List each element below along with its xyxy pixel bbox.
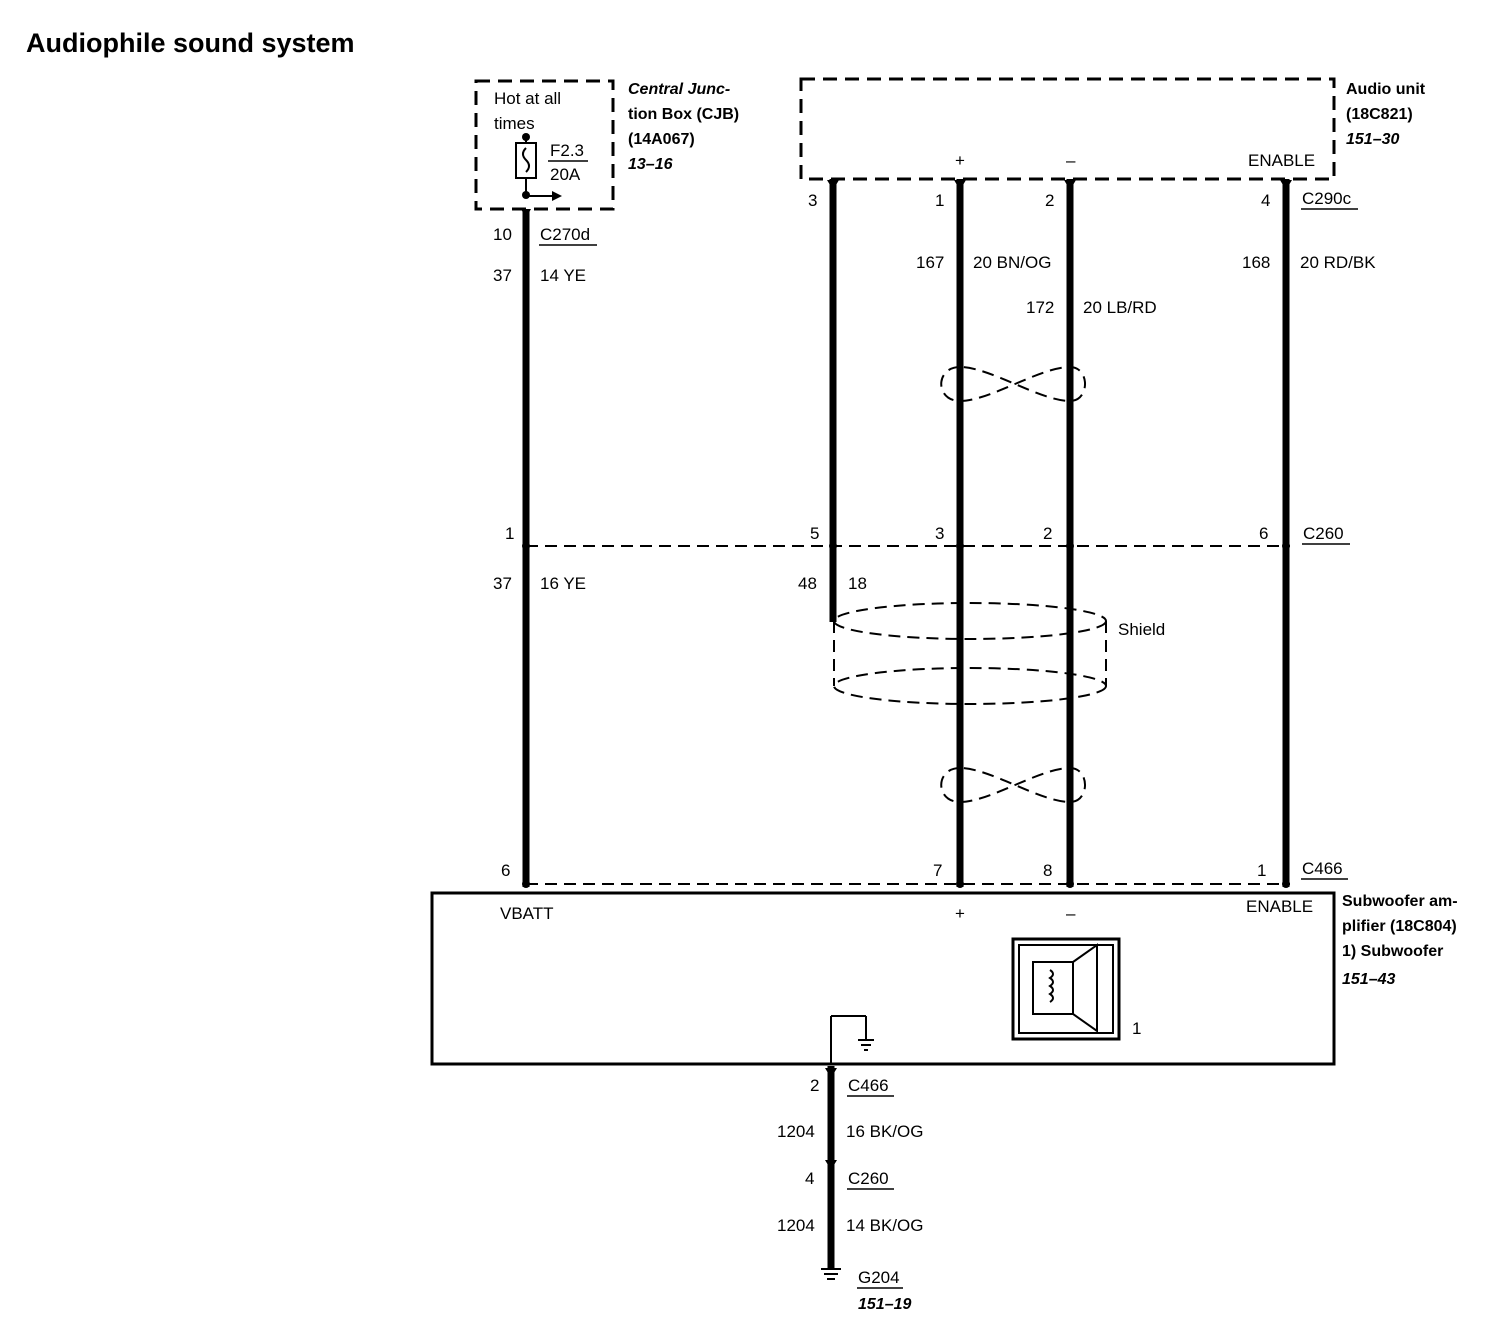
circuit-1204-b: 1204 xyxy=(777,1216,815,1235)
pin-audio-4: 4 xyxy=(1261,191,1270,210)
splice-dot xyxy=(522,133,530,141)
subwoofer-amplifier[interactable]: VBATT + – ENABLE 1 xyxy=(430,891,1336,1066)
cjb-part: (14A067) xyxy=(628,131,695,148)
shield-icon xyxy=(833,602,1107,705)
cjb-hot-line1: Hot at all xyxy=(494,89,561,108)
circuit-167: 167 xyxy=(916,253,944,272)
sub-pin-enable: ENABLE xyxy=(1246,897,1313,916)
pin-c466-1: 1 xyxy=(1257,861,1266,880)
pin-audio-2: 2 xyxy=(1045,191,1054,210)
ground-g204: G204 xyxy=(858,1268,900,1287)
cjb-hot-line2: times xyxy=(494,114,535,133)
ground-icon xyxy=(830,1015,874,1064)
pin-c260-1: 1 xyxy=(505,524,514,543)
page-title: Audiophile sound system xyxy=(26,28,355,58)
central-junction-box[interactable]: Hot at all times F2.3 20A xyxy=(474,79,615,211)
pin-c466-6: 6 xyxy=(501,861,510,880)
wire-spec-20rdbk: 20 RD/BK xyxy=(1300,253,1376,272)
cjb-name-line1: Central Junc- xyxy=(628,81,730,98)
pin-audio-1: 1 xyxy=(935,191,944,210)
pin-ground-2: 2 xyxy=(810,1076,819,1095)
pin-ground-4: 4 xyxy=(805,1169,814,1188)
audio-unit-name: Audio unit xyxy=(1346,81,1426,98)
chassis-ground-icon xyxy=(821,1268,841,1280)
connector-c466: C466 xyxy=(1302,859,1343,878)
audio-pin-minus: – xyxy=(1066,151,1076,170)
connector-c260: C260 xyxy=(1303,524,1344,543)
audio-pin-enable: ENABLE xyxy=(1248,151,1315,170)
fuse-rating: 20A xyxy=(550,165,581,184)
circuit-1204-a: 1204 xyxy=(777,1122,815,1141)
speaker-label: 1 xyxy=(1132,1019,1141,1038)
subwoofer-ref: 151–43 xyxy=(1342,971,1395,988)
pin-c260-5: 5 xyxy=(810,524,819,543)
pin-c260-6: 6 xyxy=(1259,524,1268,543)
circuit-168: 168 xyxy=(1242,253,1270,272)
audio-unit-ref: 151–30 xyxy=(1346,131,1399,148)
audio-unit[interactable]: + – ENABLE xyxy=(799,77,1336,181)
pin-audio-3: 3 xyxy=(808,191,817,210)
pin-c466-8: 8 xyxy=(1043,861,1052,880)
subwoofer-outline xyxy=(430,891,1336,1066)
pin-c466-7: 7 xyxy=(933,861,942,880)
subwoofer-name-line1: Subwoofer am- xyxy=(1342,893,1458,910)
wire-spec-20bnog: 20 BN/OG xyxy=(973,253,1051,272)
wire-spec-20lbrd: 20 LB/RD xyxy=(1083,298,1157,317)
shield-label: Shield xyxy=(1118,620,1165,639)
arrow-icon xyxy=(526,191,562,201)
audio-unit-part: (18C821) xyxy=(1346,106,1413,123)
twisted-pair-icon xyxy=(940,365,1086,403)
audio-unit-outline xyxy=(799,77,1336,181)
fuse-icon xyxy=(515,136,537,186)
fuse-name: F2.3 xyxy=(550,141,584,160)
cjb-name-line2: tion Box (CJB) xyxy=(628,106,739,123)
sub-pin-plus: + xyxy=(955,904,965,923)
connector-c270d: C270d xyxy=(540,225,590,244)
circuit-172: 172 xyxy=(1026,298,1054,317)
cjb-outline xyxy=(474,79,615,211)
twisted-pair-icon xyxy=(940,766,1086,804)
pin-c260-3: 3 xyxy=(935,524,944,543)
speaker-icon xyxy=(1011,937,1121,1041)
connector-c466-ground: C466 xyxy=(848,1076,889,1095)
wire-spec-14ye: 14 YE xyxy=(540,266,586,285)
pin-cjb-10: 10 xyxy=(493,225,512,244)
circuit-48: 48 xyxy=(798,574,817,593)
wire-spec-14bkog: 14 BK/OG xyxy=(846,1216,923,1235)
wire-spec-16ye: 16 YE xyxy=(540,574,586,593)
subwoofer-name-line2: plifier (18C804) xyxy=(1342,918,1457,935)
sub-pin-vbatt: VBATT xyxy=(500,904,554,923)
pin-c260-2: 2 xyxy=(1043,524,1052,543)
connector-pins xyxy=(521,180,1292,1170)
connector-c290c: C290c xyxy=(1302,189,1352,208)
cjb-ref: 13–16 xyxy=(628,156,673,173)
wire-spec-16bkog: 16 BK/OG xyxy=(846,1122,923,1141)
circuit-37-bottom: 37 xyxy=(493,574,512,593)
audio-pin-plus: + xyxy=(955,151,965,170)
wire-spec-18: 18 xyxy=(848,574,867,593)
subwoofer-name-line3: 1) Subwoofer xyxy=(1342,943,1443,960)
ground-g204-ref: 151–19 xyxy=(858,1296,911,1313)
connector-c260-ground: C260 xyxy=(848,1169,889,1188)
circuit-37-top: 37 xyxy=(493,266,512,285)
sub-pin-minus: – xyxy=(1066,904,1076,923)
